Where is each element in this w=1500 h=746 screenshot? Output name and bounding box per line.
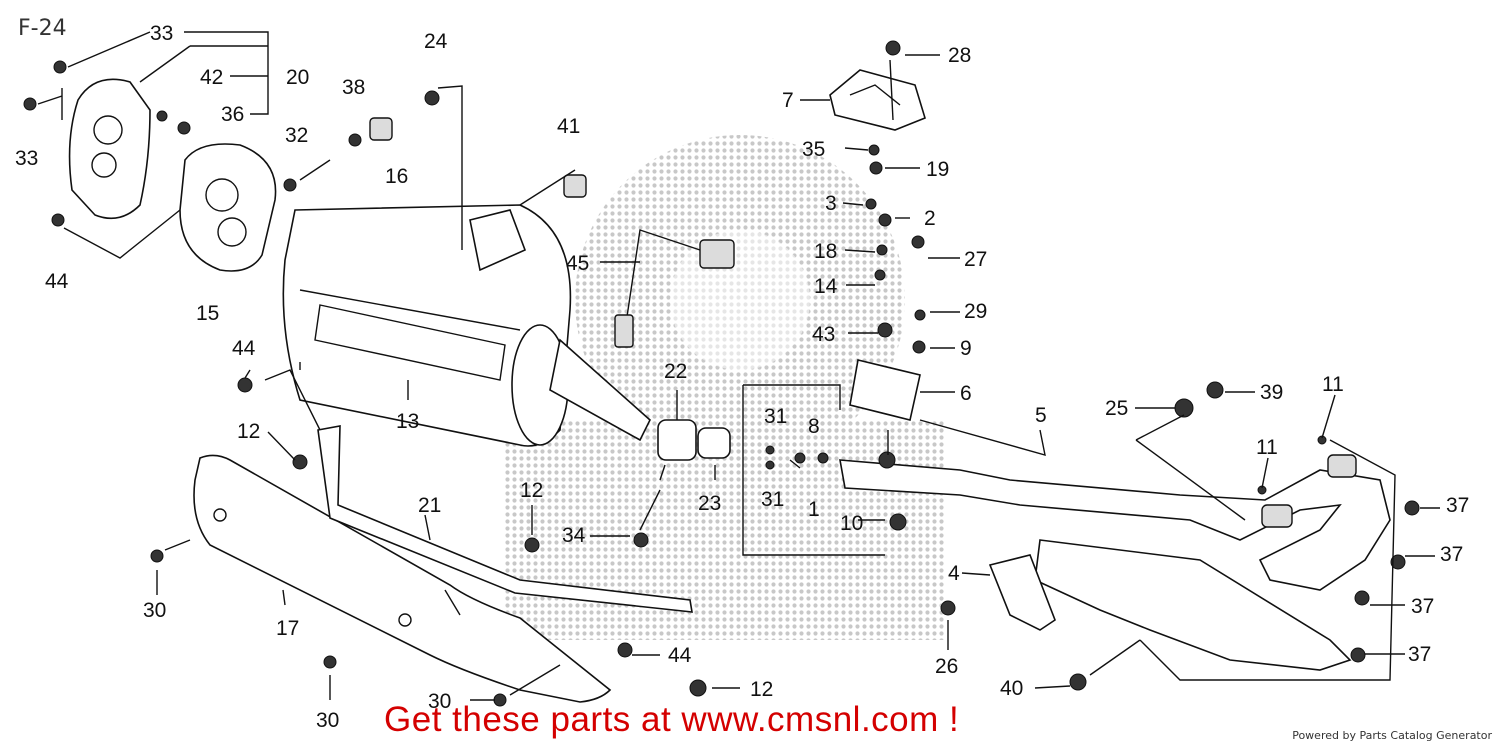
callout-6: 6 [960,382,972,405]
callout-26: 26 [935,655,958,678]
callout-32: 32 [285,124,308,147]
callout-7: 7 [782,89,794,112]
end-cap-15 [179,143,277,272]
callout-10: 10 [840,512,863,535]
callout-44b: 44 [232,337,256,360]
callout-17: 17 [276,617,299,640]
callout-labels: 33 42 20 36 33 44 15 24 38 32 16 41 45 2… [15,22,1469,732]
callout-37c: 37 [1411,595,1434,618]
cover-plate-20 [68,78,151,220]
callout-33a: 33 [150,22,173,45]
callout-13: 13 [396,410,419,433]
callout-37d: 37 [1408,643,1431,666]
callout-42: 42 [200,66,223,89]
callout-15: 15 [196,302,219,325]
callout-37b: 37 [1440,543,1463,566]
callout-45: 45 [566,252,589,275]
callout-12b: 12 [520,479,543,502]
callout-11a: 11 [1322,373,1344,396]
callout-19: 19 [926,158,949,181]
callout-5: 5 [1035,404,1047,427]
callout-44c: 44 [668,644,692,667]
callout-18: 18 [814,240,837,263]
callout-35: 35 [802,138,825,161]
callout-29: 29 [964,300,987,323]
exhaust-pipe-5 [839,454,1391,671]
muffler-13 [282,204,651,447]
callout-8: 8 [808,415,820,438]
callout-44a: 44 [45,270,69,293]
callout-38: 38 [342,76,365,99]
callout-30b: 30 [316,709,339,732]
callout-1: 1 [808,498,820,521]
plate-7 [829,69,926,131]
callout-30c: 30 [428,690,451,713]
callout-28: 28 [948,44,971,67]
cta-link[interactable]: Get these parts at www.cmsnl.com ! [384,700,960,739]
bracket-6 [849,359,921,421]
callout-40: 40 [1000,677,1023,700]
fasteners [23,40,1420,707]
callout-14: 14 [814,275,838,298]
gasket-23 [697,427,731,459]
callout-23: 23 [698,492,721,515]
callout-43: 43 [812,323,835,346]
callout-11b: 11 [1256,436,1278,459]
callout-30a: 30 [143,599,166,622]
diagram-code: F-24 [18,16,67,41]
callout-41: 41 [557,115,580,138]
callout-3: 3 [825,192,837,215]
callout-31a: 31 [764,405,787,428]
callout-36: 36 [221,103,244,126]
callout-12c: 12 [750,678,773,701]
clamp-22 [657,419,697,461]
callout-31b: 31 [761,488,784,511]
flange-4 [988,554,1056,631]
callout-12a: 12 [237,420,260,443]
footer-credit: Powered by Parts Catalog Generator [1292,729,1492,742]
callout-16: 16 [385,165,408,188]
callout-9: 9 [960,337,972,360]
stay-21 [317,425,693,613]
callout-25: 25 [1105,397,1128,420]
callout-4: 4 [948,562,960,585]
callout-22: 22 [664,360,687,383]
callout-21: 21 [418,494,441,517]
callout-24: 24 [424,30,448,53]
callout-2: 2 [924,207,936,230]
callout-34: 34 [562,524,586,547]
callout-37a: 37 [1446,494,1469,517]
callout-27: 27 [964,248,987,271]
callout-33b: 33 [15,147,38,170]
sensor-45 [614,229,735,348]
leader-lines [37,31,1440,701]
callout-20: 20 [286,66,309,89]
callout-39: 39 [1260,381,1283,404]
heat-shield-17 [193,454,612,703]
